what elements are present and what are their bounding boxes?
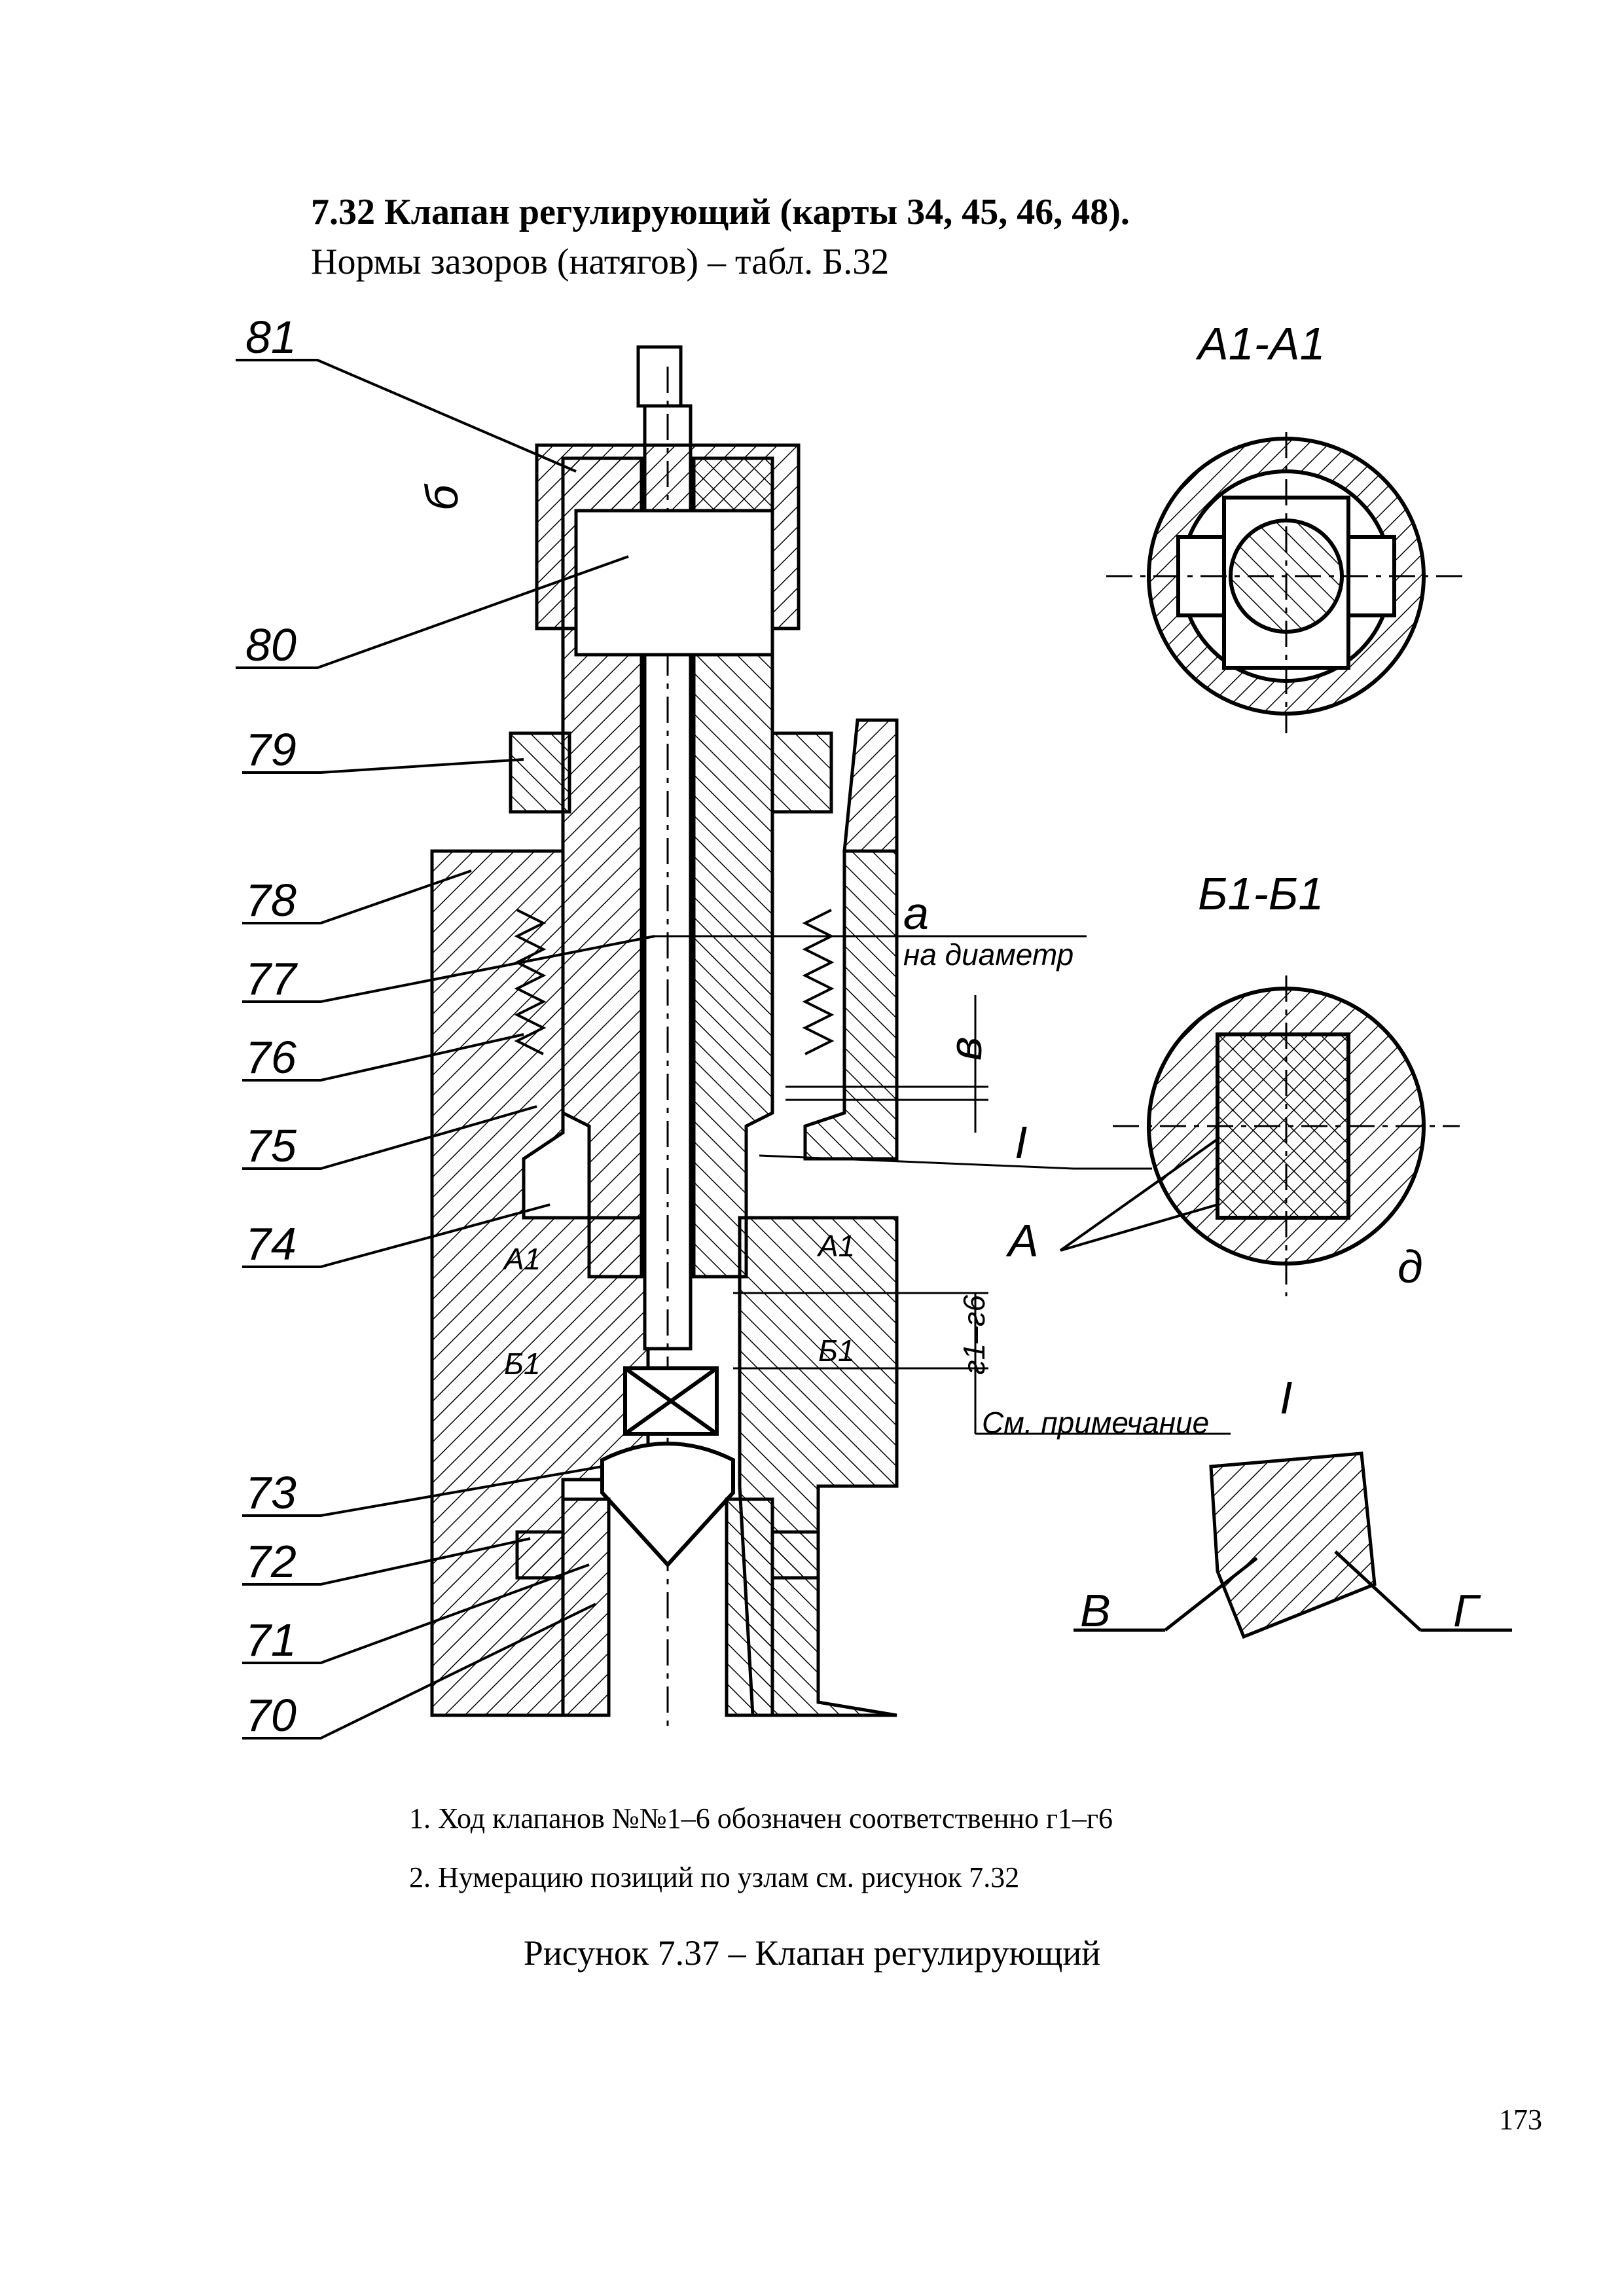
marker-g: Г (1453, 1585, 1479, 1636)
position-80: 80 (245, 619, 297, 670)
technical-drawing (236, 345, 1512, 1740)
valve-seat (515, 1497, 820, 1717)
section-heading: 7.32 Клапан регулирующий (карты 34, 45, … (311, 192, 1130, 232)
dim-b-label: б (416, 484, 467, 511)
marker-a1-right: А1 (818, 1229, 856, 1263)
dim-g-label: г1–г6 (957, 1294, 991, 1375)
position-78: 78 (245, 875, 297, 926)
leader-lines (236, 359, 655, 1740)
position-75: 75 (245, 1120, 297, 1171)
nut (509, 731, 833, 814)
square-block (623, 1366, 719, 1436)
position-77: 77 (245, 953, 297, 1004)
note-2: 2. Нумерацию позиций по узлам см. рисуно… (409, 1861, 1020, 1893)
valve-body (430, 718, 899, 1717)
figure-caption: Рисунок 7.37 – Клапан регулирующий (523, 1933, 1101, 1973)
section-a1-label: А1-А1 (1198, 318, 1326, 369)
marker-b1-left: Б1 (504, 1347, 541, 1381)
section-a1-view (1106, 432, 1466, 733)
thread (514, 909, 835, 1055)
top-cap (535, 443, 801, 657)
dim-v-label: в (940, 1036, 991, 1061)
dim-a-label: а (903, 888, 929, 939)
section-subheading: Нормы зазоров (натягов) – табл. Б.32 (311, 242, 890, 282)
position-73: 73 (245, 1467, 297, 1518)
marker-a: А (1008, 1215, 1039, 1266)
detail-i-callout: I (1015, 1117, 1028, 1168)
section-b1-label: Б1-Б1 (1198, 868, 1324, 919)
position-81: 81 (245, 312, 297, 363)
position-76: 76 (245, 1032, 297, 1083)
see-note-label: См. примечание (982, 1406, 1210, 1440)
section-b1-view (1059, 975, 1460, 1296)
page-number: 173 (1499, 2104, 1542, 2136)
marker-v: В (1080, 1585, 1111, 1636)
dim-d-label: д (1398, 1241, 1423, 1292)
position-72: 72 (245, 1536, 297, 1587)
detail-i-view (1074, 1451, 1512, 1639)
note-1: 1. Ход клапанов №№1–6 обозначен соответс… (409, 1802, 1113, 1834)
marker-b1-right: Б1 (818, 1334, 855, 1368)
position-79: 79 (245, 724, 297, 775)
dimension-lines (655, 935, 1231, 1435)
valve-plug (600, 1442, 735, 1568)
position-70: 70 (245, 1690, 297, 1741)
position-74: 74 (245, 1218, 297, 1269)
detail-i-label: I (1280, 1372, 1293, 1423)
position-71: 71 (245, 1614, 297, 1666)
dim-a-note: на диаметр (903, 938, 1074, 972)
marker-a1-left: А1 (504, 1242, 541, 1276)
